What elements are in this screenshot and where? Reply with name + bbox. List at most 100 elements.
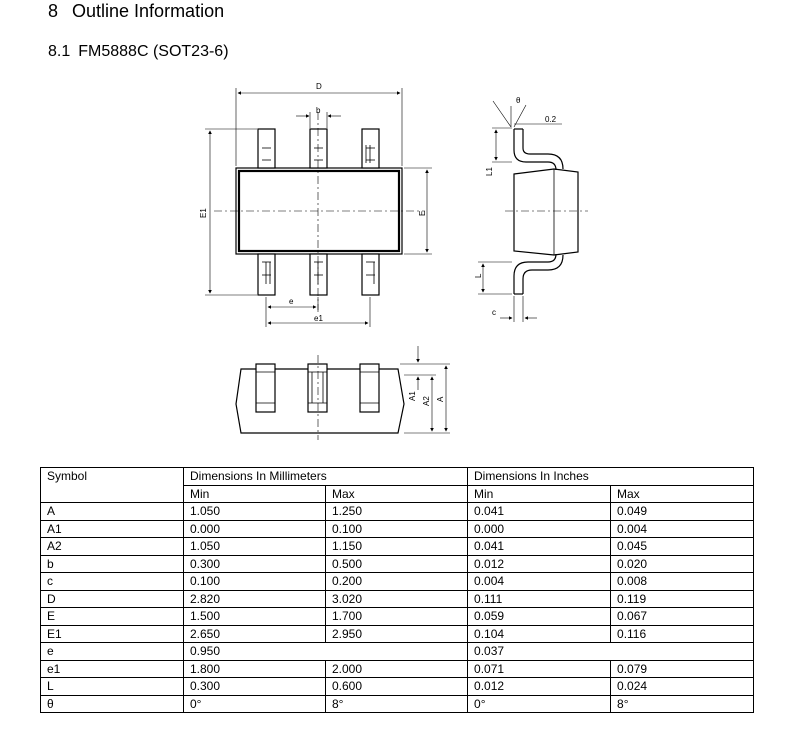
section-heading: 8 Outline Information [48,0,224,22]
cell-in-min: 0.071 [467,659,612,678]
label-E: E [418,211,427,216]
dimensions-table: Symbol Dimensions In Millimeters Dimensi… [40,467,755,713]
label-e1: e1 [314,314,323,323]
cell-mm-max: 1.700 [324,607,469,626]
front-view-labels: A1 A2 A [408,391,445,406]
cell-mm-max: 0.500 [324,554,469,573]
mm-max-header: Max [324,484,469,503]
section-title: Outline Information [72,1,225,21]
cell-symbol: D [40,589,184,608]
cell-mm-min: 1.800 [183,659,326,678]
cell-in-min: 0.012 [467,677,612,696]
cell-in-min: 0.037 [467,642,755,661]
label-c: c [492,308,496,317]
cell-mm-min: 0.000 [183,519,326,538]
label-gauge: 0.2 [545,115,557,124]
cell-symbol: b [40,554,184,573]
symbol-header: Symbol [40,467,184,503]
cell-in-min: 0.041 [467,537,612,556]
front-view [235,346,450,440]
cell-mm-min: 0.100 [183,572,326,591]
cell-in-max: 0.067 [610,607,755,626]
label-e: e [289,297,294,306]
cell-symbol: A2 [40,537,184,556]
cell-mm-max: 0.600 [324,677,469,696]
top-leads [257,128,380,296]
cell-mm-min: 1.050 [183,502,326,521]
cell-symbol: E1 [40,624,184,643]
in-max-header: Max [610,484,755,503]
package-body-inner [237,169,401,253]
cell-in-min: 0° [467,694,612,713]
cell-in-max: 0.119 [610,589,755,608]
cell-mm-min: 2.820 [183,589,326,608]
cell-in-max: 0.024 [610,677,755,696]
cell-in-max: 0.079 [610,659,755,678]
in-header: Dimensions In Inches [467,467,755,486]
subsection-heading: 8.1 FM5888C (SOT23-6) [48,42,229,62]
cell-mm-max: 0.100 [324,519,469,538]
cell-mm-max: 3.020 [324,589,469,608]
cell-in-max: 0.045 [610,537,755,556]
cell-mm-max: 1.250 [324,502,469,521]
cell-in-min: 0.012 [467,554,612,573]
cell-in-min: 0.004 [467,572,612,591]
cell-in-min: 0.104 [467,624,612,643]
package-outline-drawing: D b E1 E e e1 [199,82,588,440]
cell-symbol: θ [40,694,184,713]
cell-symbol: e [40,642,184,661]
cell-symbol: E [40,607,184,626]
label-theta: θ [516,96,521,105]
cell-in-max: 0.004 [610,519,755,538]
section-number: 8 [48,1,59,21]
table-header-row: Symbol Dimensions In Millimeters Dimensi… [40,467,755,503]
subsection-title: FM5888C (SOT23-6) [78,43,229,60]
cell-mm-min: 1.500 [183,607,326,626]
cell-in-max: 0.049 [610,502,755,521]
cell-symbol: e1 [40,659,184,678]
label-A1: A1 [408,391,417,401]
cell-symbol: A1 [40,519,184,538]
cell-mm-max: 2.950 [324,624,469,643]
label-A2: A2 [422,396,431,406]
top-view-labels: D b E1 E e e1 [199,82,427,323]
cell-mm-min: 2.650 [183,624,326,643]
mm-header: Dimensions In Millimeters [182,467,469,486]
label-L1: L1 [485,167,494,176]
cell-in-max: 0.116 [610,624,755,643]
cell-in-max: 0.020 [610,554,755,573]
cell-mm-min: 0.300 [183,554,326,573]
cell-symbol: A [40,502,184,521]
cell-mm-max: 1.150 [324,537,469,556]
side-view-labels: θ 0.2 L1 L c [474,96,557,317]
cell-symbol: c [40,572,184,591]
subsection-number: 8.1 [48,43,71,60]
label-A: A [436,396,445,402]
cell-in-max: 8° [610,694,755,713]
cell-mm-min: 0° [183,694,326,713]
cell-mm-min: 0.300 [183,677,326,696]
cell-mm-max: 0.200 [324,572,469,591]
cell-mm-min: 0.950 [182,642,469,661]
label-b: b [316,106,321,115]
cell-in-min: 0.041 [467,502,612,521]
cell-mm-max: 8° [324,694,469,713]
cell-in-min: 0.111 [467,589,612,608]
mm-min-header: Min [183,484,326,503]
cell-in-min: 0.000 [467,519,612,538]
label-E1: E1 [199,208,208,218]
cell-mm-min: 1.050 [183,537,326,556]
label-L: L [474,273,483,278]
cell-symbol: L [40,677,184,696]
